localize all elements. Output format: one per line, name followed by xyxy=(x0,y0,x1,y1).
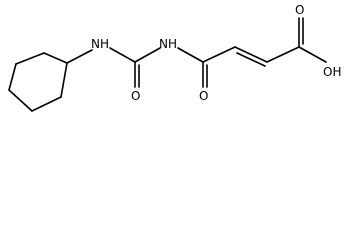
amide-alkene-bond xyxy=(202,46,236,63)
amide-carbonyl-bond xyxy=(202,61,208,88)
alkene-carboxyl-bond xyxy=(266,46,300,63)
acid-hydroxyl-bond xyxy=(298,46,327,63)
imide-nh-label: NH xyxy=(159,37,177,51)
nh-amide-carbon-bond xyxy=(177,47,204,63)
acid-hydroxyl-label: OH xyxy=(323,65,341,79)
urea-oxygen-label: O xyxy=(131,89,140,103)
nh-urea-carbon-bond xyxy=(109,47,136,63)
cyclopentyl-ring xyxy=(8,52,68,112)
acid-carbonyl-bond xyxy=(298,17,304,48)
structure-diagram: NH NH O O O OH xyxy=(8,3,341,112)
urea-carbonyl-bond xyxy=(134,61,140,88)
amine-nh-label: NH xyxy=(91,37,109,51)
amide-oxygen-label: O xyxy=(199,89,208,103)
acid-oxygen-label: O xyxy=(295,3,304,17)
ring-nh-bond xyxy=(66,49,93,64)
alkene-double-bond xyxy=(234,46,268,67)
urea-carbon-nh-bond xyxy=(134,47,161,63)
